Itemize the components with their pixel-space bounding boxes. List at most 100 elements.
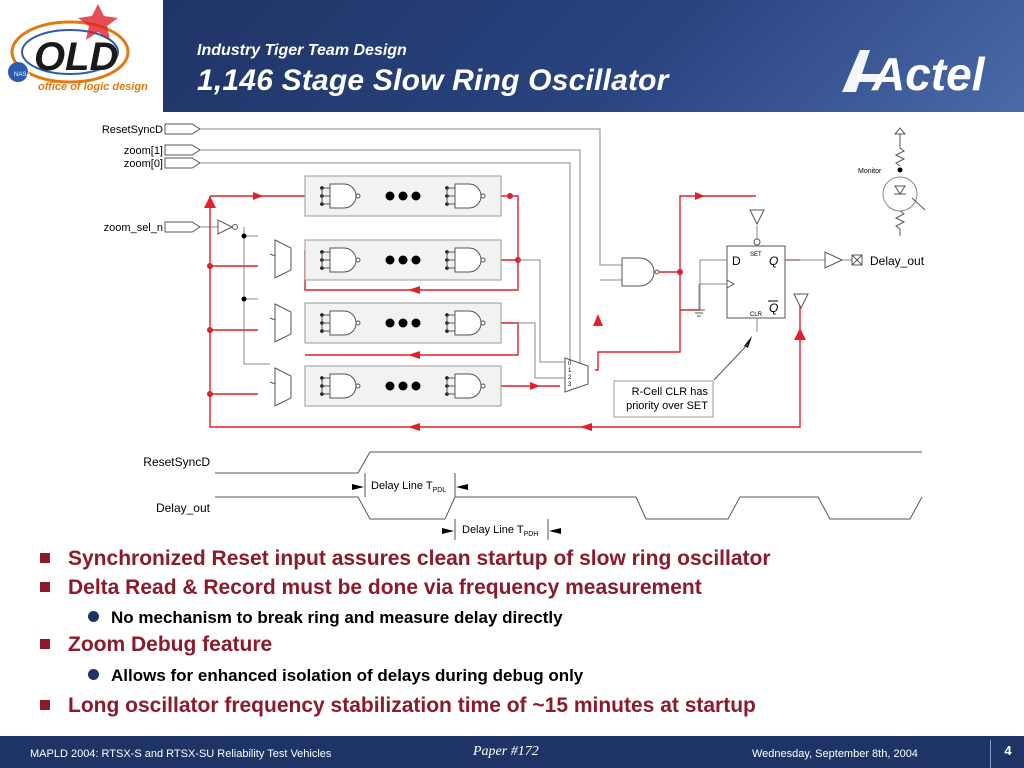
ellipsis-dot [398, 255, 408, 265]
set-inverter-icon [749, 209, 765, 246]
gate-output-bubble [355, 257, 361, 263]
gate-output-bubble [355, 320, 361, 326]
bullet-item: Synchronized Reset input assures clean s… [40, 547, 771, 571]
bullet-dot-icon [88, 611, 99, 622]
bullet-item: Zoom Debug feature [40, 633, 272, 657]
footer-date: Wednesday, September 8th, 2004 [752, 748, 918, 760]
ellipsis-dot [411, 381, 421, 391]
zoom-mux-group [269, 239, 292, 407]
and-gate-icon [621, 257, 660, 287]
bullet-square-icon [40, 700, 50, 710]
and-gate-icon [454, 247, 482, 273]
zoom-mux-select-line [269, 253, 276, 266]
bullet-text: No mechanism to break ring and measure d… [111, 608, 563, 627]
ring-direction-arrows [204, 192, 806, 431]
gate-output-bubble [355, 193, 361, 199]
delay-out-label: Delay_out [870, 254, 925, 268]
bullet-text: Synchronized Reset input assures clean s… [68, 547, 771, 570]
ellipsis-dot [398, 191, 408, 201]
bullet-text: Delta Read & Record must be done via fre… [68, 576, 702, 599]
bullet-text: Long oscillator frequency stabilization … [68, 694, 756, 717]
ellipsis-dot [385, 381, 395, 391]
bullet-item: Long oscillator frequency stabilization … [40, 694, 756, 718]
ring-oscillator-diagram: ResetSyncD zoom[1] zoom[0] zoom_sel_n [102, 123, 926, 540]
sub-bullet-item: Allows for enhanced isolation of delays … [88, 666, 583, 686]
mux-inputs [518, 259, 565, 379]
feedback-buffer-icon [793, 293, 809, 310]
input-pad-resetsyncd [164, 123, 201, 135]
delay-tpdl-label: Delay Line TPDL [371, 480, 446, 494]
ellipsis-dot [385, 255, 395, 265]
ff-qbar-label: Q [769, 301, 778, 315]
zoom-mux-select-line [269, 317, 276, 330]
input-pad-zoom0 [164, 157, 201, 169]
bullet-item: Delta Read & Record must be done via fre… [40, 576, 702, 600]
mux-label-2: 2 [568, 375, 572, 381]
note-line-1: R-Cell CLR has [632, 386, 709, 398]
and-gate-icon [454, 183, 482, 209]
slide-header: NASA OLD office of logic design Industry… [0, 0, 1024, 112]
bullet-square-icon [40, 553, 50, 563]
sub-bullet-item: No mechanism to break ring and measure d… [88, 608, 563, 628]
ff-set-label: SET [750, 252, 762, 258]
label-zoom0: zoom[0] [124, 158, 163, 170]
and-gate-icon [329, 247, 357, 273]
bullet-square-icon [40, 582, 50, 592]
footer-conference: MAPLD 2004: RTSX-S and RTSX-SU Reliabili… [30, 748, 332, 760]
title-banner [163, 0, 1024, 112]
timing-diagram: ResetSyncD Delay_out Delay Line TPDL Del… [143, 451, 923, 540]
ground-icon [693, 309, 705, 317]
zoom-mux-select-line [269, 381, 276, 394]
old-logo: NASA OLD office of logic design [0, 0, 163, 112]
nasa-badge: NASA [14, 72, 30, 78]
gate-output-bubble [480, 320, 486, 326]
and-gate-group [320, 183, 486, 399]
bullet-square-icon [40, 639, 50, 649]
ellipsis-dot [411, 255, 421, 265]
ellipsis-dot [385, 191, 395, 201]
ellipsis-dot [411, 191, 421, 201]
zoom-mux-icon [274, 367, 292, 407]
ellipsis-dot [385, 318, 395, 328]
bullet-text: Zoom Debug feature [68, 633, 273, 656]
zoom-mux-icon [274, 239, 292, 279]
output-pad-icon [851, 254, 863, 266]
ff-clr-label: CLR [750, 312, 763, 318]
slide-title: 1,146 Stage Slow Ring Oscillator [197, 64, 669, 97]
ff-q-label: Q [769, 254, 778, 268]
actel-wordmark: Actel [871, 48, 986, 96]
label-zoom1: zoom[1] [124, 145, 163, 157]
note-box: R-Cell CLR has priority over SET [613, 380, 714, 418]
zoom-mux-icon [274, 303, 292, 343]
gate-output-bubble [480, 193, 486, 199]
note-line-2: priority over SET [626, 400, 708, 412]
and-gate-icon [329, 373, 357, 399]
slide-subtitle: Industry Tiger Team Design [197, 42, 407, 59]
monitor-label: Monitor [858, 168, 882, 175]
mux-label-1: 1 [568, 368, 572, 374]
old-logo-graphic: NASA OLD office of logic design [8, 4, 148, 93]
led-monitor-icon [882, 127, 926, 236]
page-number: 4 [990, 740, 1024, 768]
ff-wires [698, 226, 852, 332]
gate-output-bubble [355, 383, 361, 389]
timing-signal-resetsyncd: ResetSyncD [143, 455, 210, 469]
mux-icon: 0 1 2 3 [564, 357, 589, 393]
label-resetsyncd: ResetSyncD [102, 124, 163, 136]
and-gate-icon [329, 183, 357, 209]
mux-label-3: 3 [568, 382, 572, 388]
gate-output-bubble [480, 383, 486, 389]
actel-logo: Actel [842, 48, 986, 96]
logo-word: OLD [34, 35, 118, 79]
bullet-text: Allows for enhanced isolation of delays … [111, 666, 584, 685]
ff-d-label: D [732, 254, 741, 268]
and-gate-icon [454, 373, 482, 399]
and-gate-icon [454, 310, 482, 336]
slide-footer: MAPLD 2004: RTSX-S and RTSX-SU Reliabili… [0, 736, 1024, 768]
flip-flop-icon: D Q Q SET CLR [726, 245, 786, 319]
ellipsis-dot [398, 318, 408, 328]
input-pad-zoom-sel-n [164, 221, 201, 233]
mux-label-0: 0 [568, 361, 572, 367]
timing-signal-delay-out: Delay_out [156, 501, 211, 515]
output-buffer-icon [824, 251, 844, 269]
